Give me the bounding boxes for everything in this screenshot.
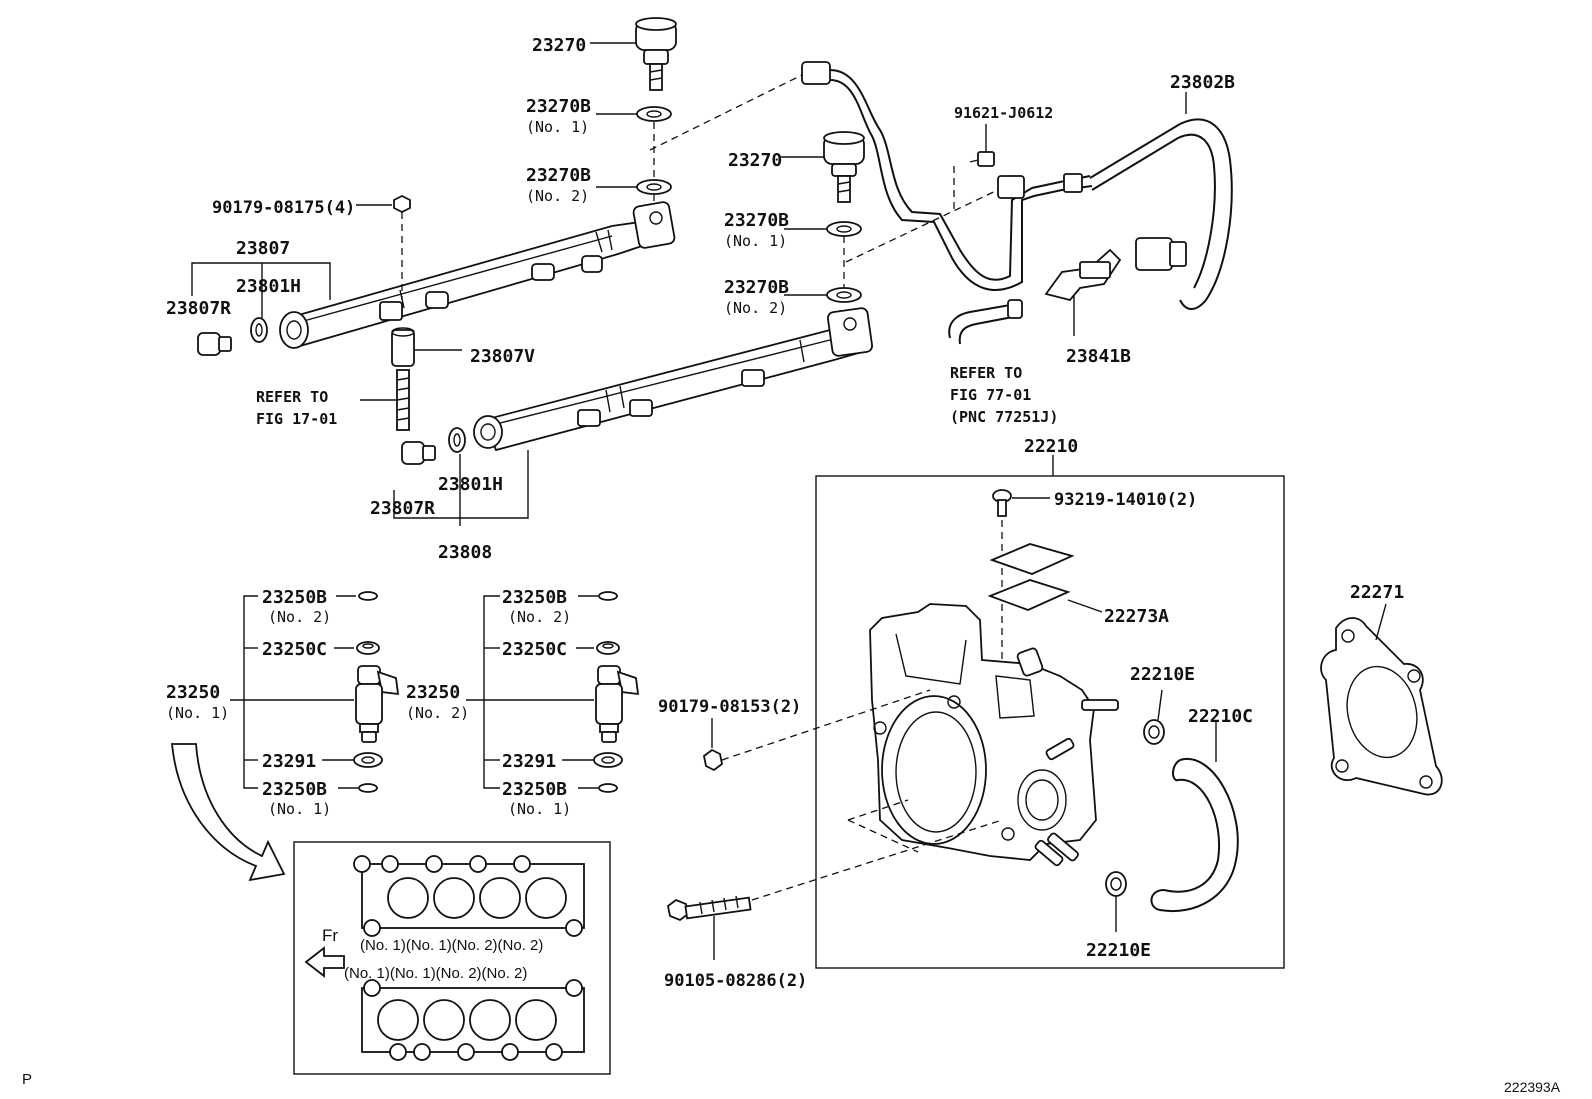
plug-23807r-upper <box>197 332 232 356</box>
label-inset-bottom-row: (No. 1)(No. 1)(No. 2)(No. 2) <box>344 965 527 982</box>
screw-93219-14010 <box>992 489 1050 680</box>
label-refer-fig77-line1: REFER TO <box>950 364 1022 382</box>
label-refer-fig17-line1: REFER TO <box>256 388 328 406</box>
delivery-pipe-upper <box>279 201 676 349</box>
label-inj2-23250b-bot: 23250B <box>502 779 567 800</box>
gasket-23801h-upper <box>250 317 268 343</box>
label-23802b: 23802B <box>1170 72 1235 93</box>
label-refer-fig77-line3: (PNC 77251J) <box>950 408 1058 426</box>
label-23270b-no1-upper: 23270B <box>526 96 591 117</box>
label-22210c: 22210C <box>1188 706 1253 727</box>
o-ring-no1-lower <box>826 221 862 237</box>
gasket-22273a <box>987 543 1103 613</box>
clip-22210e-lower <box>1105 871 1127 932</box>
pressure-damper-upper <box>635 17 677 91</box>
head-view-top <box>353 855 585 937</box>
label-inj2-23250: 23250 <box>406 682 460 703</box>
label-inj2-23250-sub: (No. 2) <box>406 704 469 722</box>
hose-22210c <box>1150 720 1239 912</box>
label-inj1-23250c: 23250C <box>262 639 327 660</box>
stud-refer-fig17 <box>396 369 410 431</box>
label-23270-lower: 23270 <box>728 150 782 171</box>
label-23807r-upper: 23807R <box>166 298 231 319</box>
label-23807r-lower: 23807R <box>370 498 435 519</box>
label-inj1-23250-sub: (No. 1) <box>166 704 229 722</box>
label-22210e-upper: 22210E <box>1130 664 1195 685</box>
label-inj1-23291: 23291 <box>262 751 316 772</box>
label-inj2-23250b-top: 23250B <box>502 587 567 608</box>
label-23801h-lower: 23801H <box>438 474 503 495</box>
injector-group-1 <box>230 591 400 793</box>
label-23270b-no2-upper-sub: (No. 2) <box>526 187 589 205</box>
left-arrow-icon <box>304 946 345 978</box>
label-inj2-23250b-top-sub: (No. 2) <box>508 608 571 626</box>
label-inset-top-row: (No. 1)(No. 1)(No. 2)(No. 2) <box>360 937 543 954</box>
clamp-23841b <box>1044 248 1122 336</box>
injector-23250-no1 <box>355 665 400 743</box>
label-refer-fig17-line2: FIG 17-01 <box>256 410 337 428</box>
label-23270b-no2-lower-sub: (No. 2) <box>724 299 787 317</box>
fuel-rail-upper <box>191 17 677 431</box>
label-inj1-23250b-top-sub: (No. 2) <box>268 608 331 626</box>
label-refer-fig77-line2: FIG 77-01 <box>950 386 1031 404</box>
label-inj1-23250b-top: 23250B <box>262 587 327 608</box>
head-view-bottom <box>361 979 585 1061</box>
label-inj1-23250: 23250 <box>166 682 220 703</box>
injector-group-2 <box>466 591 640 793</box>
label-23270b-no1-lower: 23270B <box>724 210 789 231</box>
bolt-90105-08286 <box>667 819 1003 960</box>
label-23808: 23808 <box>438 542 492 563</box>
label-90179-08153: 90179-08153(2) <box>658 697 801 717</box>
throttle-body <box>869 603 1119 867</box>
label-23841b: 23841B <box>1066 346 1131 367</box>
plug-23807r-lower <box>401 441 436 465</box>
o-ring-no1-upper <box>636 106 672 122</box>
curved-arrow-icon <box>171 743 286 882</box>
clip-22210e-upper <box>1143 689 1165 745</box>
label-inj2-23250c: 23250C <box>502 639 567 660</box>
delivery-pipe-lower <box>473 307 873 452</box>
nut-90179-08153 <box>703 689 931 772</box>
label-inj1-23250b-bot: 23250B <box>262 779 327 800</box>
label-corner-p: P <box>22 1071 32 1088</box>
label-22210: 22210 <box>1024 436 1078 457</box>
label-23801h-upper: 23801H <box>236 276 301 297</box>
label-91621-j0612: 91621-J0612 <box>954 104 1053 122</box>
pressure-damper-lower <box>823 131 865 203</box>
o-ring-no2-lower <box>826 287 862 303</box>
label-23270-upper: 23270 <box>532 35 586 56</box>
label-23807v: 23807V <box>470 346 535 367</box>
spacer-23807v <box>391 329 415 367</box>
label-inj2-23291: 23291 <box>502 751 556 772</box>
bolt-91621-j0612 <box>969 124 995 167</box>
label-23270b-no2-lower: 23270B <box>724 277 789 298</box>
bolt-90179-08175 <box>393 194 411 300</box>
gasket-23801h-lower <box>448 427 466 453</box>
label-22210e-lower: 22210E <box>1086 940 1151 961</box>
o-ring-no2-upper <box>636 179 672 195</box>
hose-refer-fig77 <box>948 299 1023 345</box>
label-figure-id: 222393A <box>1504 1079 1561 1095</box>
gasket-22271 <box>1320 603 1443 796</box>
label-inj1-23250b-bot-sub: (No. 1) <box>268 800 331 818</box>
injector-23250-no2 <box>595 665 640 743</box>
label-90179-08175: 90179-08175(4) <box>212 198 355 218</box>
label-23270b-no1-lower-sub: (No. 1) <box>724 232 787 250</box>
label-23270b-no1-upper-sub: (No. 1) <box>526 118 589 136</box>
label-22271: 22271 <box>1350 582 1404 603</box>
label-23270b-no2-upper: 23270B <box>526 165 591 186</box>
throttle-body-assembly-frame <box>815 475 1285 969</box>
fuel-rail-lower <box>393 131 873 526</box>
label-fr: Fr <box>322 926 338 945</box>
label-23807: 23807 <box>236 238 290 259</box>
label-90105-08286: 90105-08286(2) <box>664 971 807 991</box>
fuel-pipe <box>801 61 1233 310</box>
label-inj2-23250b-bot-sub: (No. 1) <box>508 800 571 818</box>
label-22273a: 22273A <box>1104 606 1169 627</box>
injector-arrangement-inset <box>293 841 611 1075</box>
label-93219-14010: 93219-14010(2) <box>1054 490 1197 510</box>
